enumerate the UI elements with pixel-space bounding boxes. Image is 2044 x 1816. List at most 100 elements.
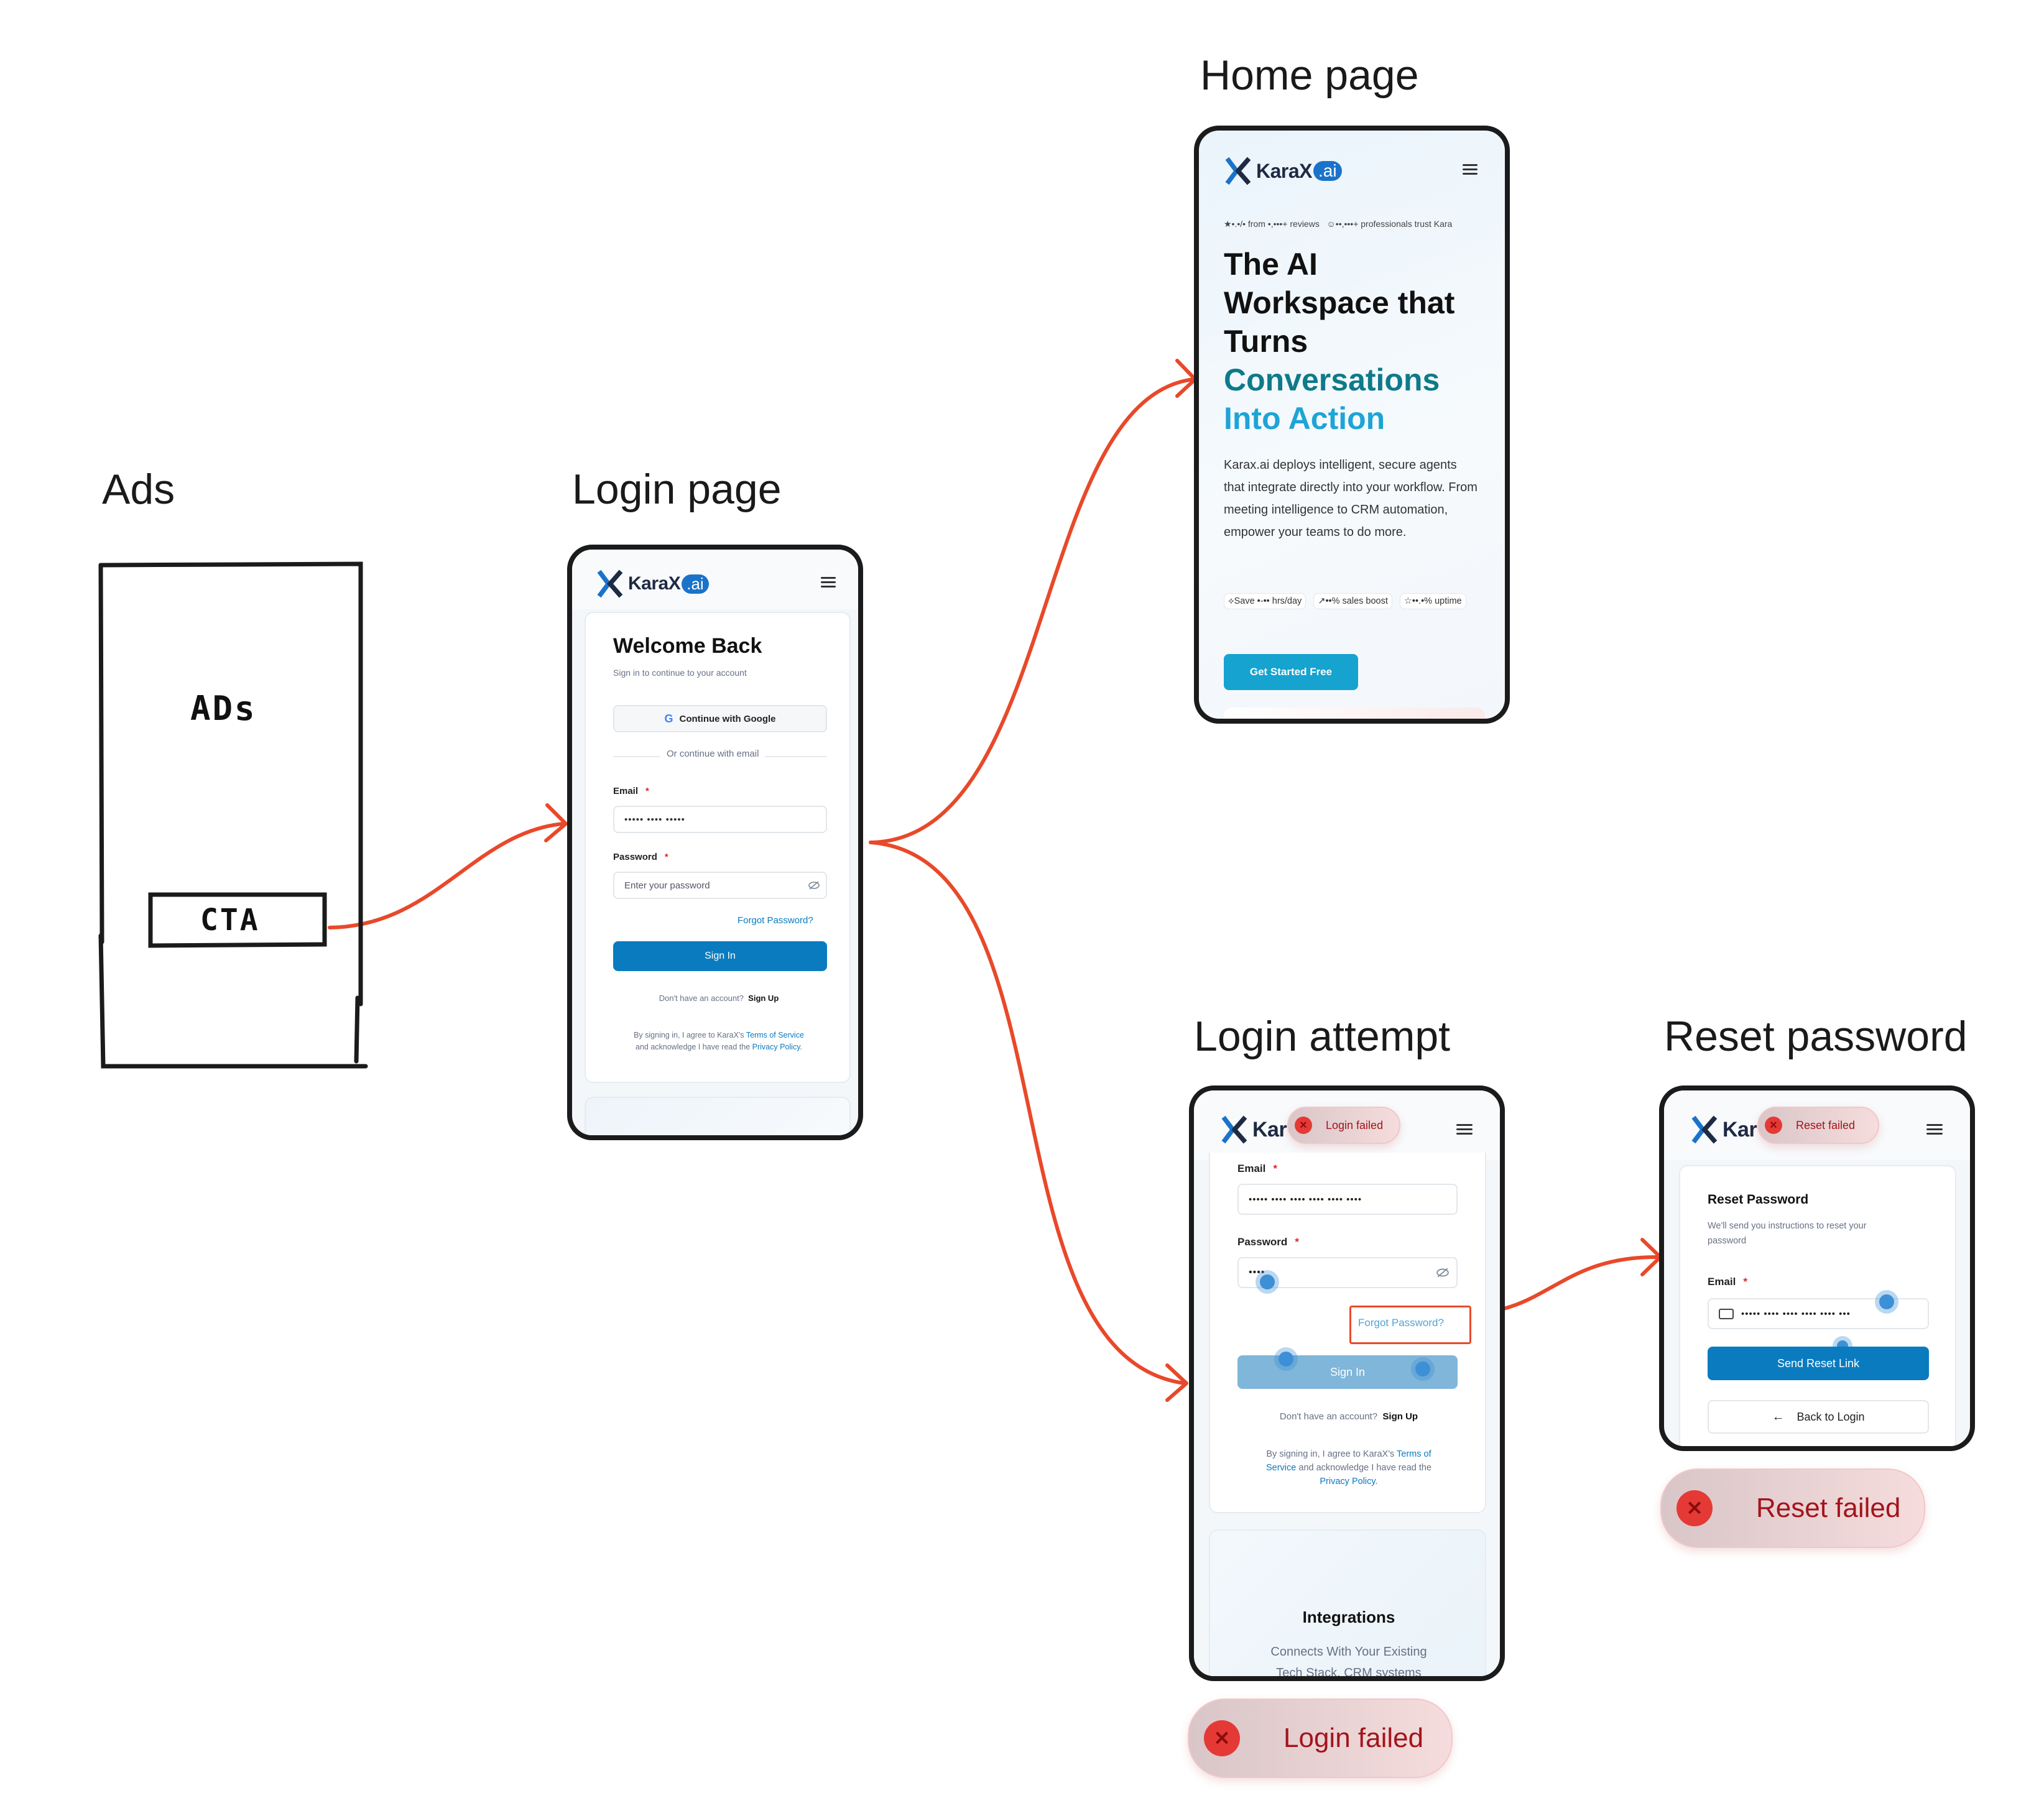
- tap-indicator: [1879, 1294, 1894, 1309]
- cta-box: [148, 892, 327, 948]
- password-label: Password*: [1237, 1236, 1299, 1248]
- reset-password-phone: Kar ✕ Reset failed Reset Password We'll …: [1659, 1085, 1975, 1451]
- error-x-icon: ✕: [1204, 1720, 1240, 1756]
- save-hours-pill: ⟡Save •-•• hrs/day: [1224, 593, 1306, 609]
- mail-icon: [1719, 1308, 1734, 1319]
- legal-text: By signing in, I agree to KaraX's Terms …: [634, 1031, 804, 1051]
- brand-name-short: Kar: [1723, 1117, 1757, 1141]
- headline-accent-1: Conversations: [1224, 362, 1440, 397]
- tap-indicator: [1279, 1352, 1293, 1367]
- headline-line-1: The AI: [1224, 247, 1318, 282]
- uptime-pill: ☆••.•% uptime: [1399, 593, 1466, 609]
- forgot-password-link[interactable]: Forgot Password?: [738, 915, 813, 926]
- sales-boost-pill: ↗••% sales boost: [1313, 593, 1392, 609]
- login-card: Email* ••••• •••• •••• •••• •••• •••• Pa…: [1209, 1153, 1486, 1513]
- section-title-reset-password: Reset password: [1664, 1013, 1968, 1060]
- reviews-stat: ★•.•/• from •,•••+ reviews: [1224, 219, 1320, 229]
- forgot-password-highlight: [1349, 1306, 1471, 1344]
- legal-text: By signing in, I agree to KaraX's Terms …: [1265, 1449, 1432, 1486]
- brand-suffix: .ai: [1313, 161, 1342, 181]
- brand-logo: KaraX.ai: [1224, 155, 1342, 187]
- brand-name: KaraX: [1256, 159, 1313, 182]
- eye-off-icon[interactable]: [808, 880, 820, 890]
- google-icon: G: [664, 712, 673, 725]
- forgot-password-link[interactable]: Forgot Password?: [1358, 1317, 1444, 1329]
- password-field[interactable]: Enter your password: [613, 872, 827, 899]
- sign-up-link[interactable]: Sign Up: [748, 993, 779, 1003]
- reset-failed-status: ✕ Reset failed: [1660, 1468, 1925, 1548]
- hamburger-menu-icon[interactable]: [1463, 164, 1478, 175]
- login-failed-toast: ✕ Login failed: [1287, 1107, 1400, 1144]
- section-title-home-page: Home page: [1200, 52, 1419, 99]
- hero-body: Karax.ai deploys intelligent, secure age…: [1224, 458, 1478, 539]
- next-section-peek: [1224, 708, 1485, 719]
- login-card: Welcome Back Sign in to continue to your…: [585, 612, 851, 1083]
- arrow-left-icon: ←: [1772, 1409, 1785, 1424]
- tap-indicator: [1415, 1362, 1430, 1376]
- brand-name-short: Kar: [1252, 1117, 1287, 1141]
- reset-failed-toast: ✕ Reset failed: [1757, 1107, 1879, 1144]
- pill-row: ⟡Save •-•• hrs/day ↗••% sales boost ☆••.…: [1224, 593, 1466, 609]
- error-x-icon: ✕: [1676, 1490, 1713, 1526]
- brand-logo: Kar: [1220, 1114, 1287, 1145]
- arrow-login-to-attempt: [869, 841, 1186, 1385]
- karax-logo-icon: [597, 569, 623, 598]
- email-field[interactable]: ••••• •••• •••••: [613, 806, 827, 833]
- google-button-label: Continue with Google: [679, 713, 776, 724]
- reset-title: Reset Password: [1708, 1192, 1809, 1207]
- hero-headline: The AI Workspace that Turns Conversation…: [1224, 245, 1454, 438]
- sign-up-row: Don't have an account? Sign Up: [1210, 1411, 1487, 1422]
- login-attempt-phone: Kar ✕ Login failed Email* ••••• •••• •••…: [1189, 1085, 1505, 1681]
- hamburger-menu-icon[interactable]: [1926, 1124, 1943, 1135]
- brand-logo: KaraX.ai: [596, 568, 709, 599]
- tap-indicator: [1260, 1274, 1275, 1289]
- google-sign-in-button[interactable]: G Continue with Google: [613, 705, 827, 732]
- brand-suffix: .ai: [682, 574, 709, 594]
- eye-off-icon[interactable]: [1436, 1267, 1449, 1278]
- integrations-body: Connects With Your Existing Tech Stack, …: [1270, 1645, 1427, 1680]
- no-account-text: Don't have an account?: [659, 993, 744, 1003]
- brand-name: KaraX: [628, 573, 681, 594]
- email-field[interactable]: ••••• •••• •••• •••• •••• •••: [1708, 1298, 1929, 1329]
- section-title-ads: Ads: [102, 466, 175, 513]
- headline-line-3: Turns: [1224, 324, 1308, 359]
- back-to-login-button[interactable]: ←Back to Login: [1708, 1400, 1929, 1434]
- headline-line-2: Workspace that: [1224, 285, 1455, 320]
- section-title-login-page: Login page: [572, 466, 782, 513]
- page-title: Welcome Back: [613, 634, 762, 658]
- brand-logo: Kar: [1690, 1114, 1757, 1145]
- home-page-phone: KaraX.ai ★•.•/• from •,•••+ reviews ☺••,…: [1194, 126, 1510, 724]
- hamburger-menu-icon[interactable]: [821, 577, 836, 588]
- top-bar: [572, 550, 858, 609]
- divider-text: Or continue with email: [660, 749, 765, 759]
- next-section-card: [585, 1097, 851, 1135]
- error-x-icon: ✕: [1765, 1117, 1782, 1134]
- email-field[interactable]: ••••• •••• •••• •••• •••• ••••: [1237, 1184, 1458, 1215]
- hamburger-menu-icon[interactable]: [1456, 1124, 1473, 1135]
- terms-link[interactable]: Terms of: [1397, 1449, 1431, 1459]
- karax-logo-icon: [1225, 157, 1251, 185]
- password-label: Password*: [613, 852, 668, 862]
- email-label: Email*: [1708, 1276, 1747, 1288]
- sign-up-row: Don't have an account? Sign Up: [586, 993, 852, 1003]
- terms-link[interactable]: Terms of Service: [746, 1031, 804, 1039]
- cta-button[interactable]: CTA: [200, 903, 260, 938]
- sign-up-link[interactable]: Sign Up: [1382, 1411, 1418, 1422]
- integrations-card: Integrations Connects With Your Existing…: [1209, 1529, 1486, 1680]
- section-title-login-attempt: Login attempt: [1194, 1013, 1451, 1060]
- karax-logo-icon: [1221, 1115, 1247, 1144]
- get-started-button[interactable]: Get Started Free: [1224, 654, 1358, 690]
- email-label: Email*: [613, 786, 649, 796]
- privacy-link[interactable]: Privacy Policy.: [752, 1043, 802, 1051]
- send-reset-link-button[interactable]: Send Reset Link: [1708, 1347, 1929, 1380]
- ads-sketch: [98, 561, 368, 1069]
- login-page-phone: KaraX.ai Welcome Back Sign in to continu…: [567, 545, 863, 1140]
- reset-card: Reset Password We'll send you instructio…: [1679, 1165, 1956, 1446]
- sign-in-button[interactable]: Sign In: [613, 941, 827, 971]
- terms-link-cont[interactable]: Service: [1265, 1463, 1297, 1473]
- password-field[interactable]: ••••: [1237, 1257, 1458, 1288]
- page-subtitle: Sign in to continue to your account: [613, 668, 747, 678]
- privacy-link[interactable]: Privacy Policy.: [1320, 1477, 1378, 1486]
- integrations-title: Integrations: [1302, 1608, 1395, 1626]
- karax-logo-icon: [1691, 1115, 1718, 1144]
